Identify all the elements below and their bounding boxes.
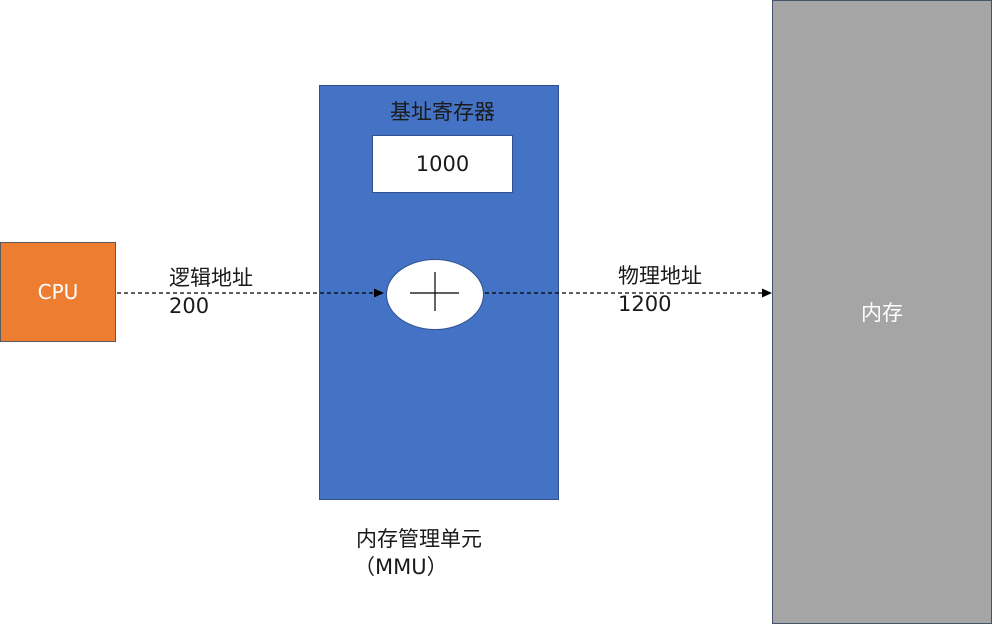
mmu-caption-line2: （MMU）	[354, 555, 448, 579]
memory-box: 内存	[772, 0, 992, 624]
logical-address-value: 200	[169, 294, 210, 318]
mmu-caption: 内存管理单元 （MMU）	[354, 525, 482, 581]
physical-address-title: 物理地址	[618, 264, 702, 288]
cpu-label: CPU	[37, 280, 79, 304]
base-register-title: 基址寄存器	[390, 100, 495, 124]
base-register-box: 1000	[372, 135, 513, 193]
memory-label: 内存	[861, 301, 903, 325]
logical-address-label: 逻辑地址 200	[169, 264, 253, 320]
base-register-value: 1000	[415, 152, 470, 176]
physical-address-label: 物理地址 1200	[618, 262, 702, 318]
logical-address-title: 逻辑地址	[169, 266, 253, 290]
mmu-caption-line1: 内存管理单元	[356, 527, 482, 551]
cpu-box: CPU	[0, 242, 116, 342]
adder-node	[386, 259, 484, 330]
physical-address-value: 1200	[618, 292, 672, 316]
